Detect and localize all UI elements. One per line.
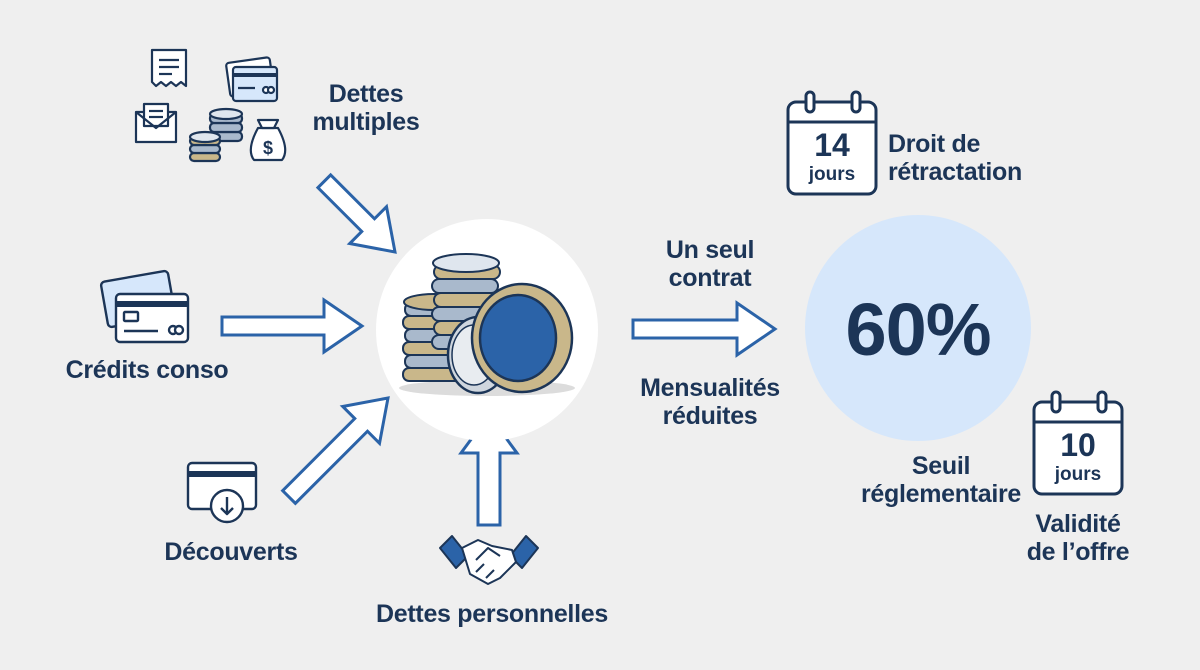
svg-text:$: $ bbox=[263, 138, 273, 158]
label-decouverts: Découverts bbox=[164, 538, 298, 566]
arrow-dettes-multiples bbox=[315, 172, 397, 254]
label-credits-conso: Crédits conso bbox=[65, 356, 229, 384]
label-mensualites-reduites: Mensualités réduites bbox=[640, 374, 780, 430]
money-bag-icon: $ bbox=[249, 118, 287, 162]
label-dettes-personnelles: Dettes personnelles bbox=[376, 600, 608, 628]
receipt-icon bbox=[150, 48, 188, 88]
label-un-seul-contrat: Un seul contrat bbox=[665, 236, 755, 292]
handshake-icon bbox=[439, 535, 539, 585]
credit-cards-icon bbox=[99, 269, 190, 344]
dettes-multiples-icons: $ bbox=[134, 48, 287, 163]
coin-stack-icon bbox=[188, 107, 244, 163]
arrow-output bbox=[631, 300, 778, 358]
envelope-icon bbox=[134, 102, 178, 144]
label-seuil-reglementaire: Seuil réglementaire bbox=[860, 452, 1022, 508]
arrow-decouverts bbox=[280, 396, 390, 506]
calendar-icon bbox=[1032, 390, 1124, 496]
seuil-circle bbox=[805, 215, 1031, 441]
label-validite-offre: Validité de l’offre bbox=[1026, 510, 1130, 566]
credit-card-icon bbox=[225, 56, 279, 103]
validite-number: 10 bbox=[1060, 427, 1096, 463]
calendar-icon bbox=[786, 90, 878, 196]
arrow-credits-conso bbox=[220, 297, 365, 355]
card-download-icon bbox=[186, 461, 258, 524]
retractation-number: 14 bbox=[814, 127, 850, 163]
label-droit-retractation: Droit de rétractation bbox=[888, 130, 1022, 186]
label-dettes-multiples: Dettes multiples bbox=[312, 80, 420, 136]
seuil-value: 60% bbox=[845, 288, 991, 371]
validite-unit: jours bbox=[1054, 464, 1102, 485]
retractation-unit: jours bbox=[808, 164, 856, 185]
coins-icon bbox=[399, 253, 575, 396]
